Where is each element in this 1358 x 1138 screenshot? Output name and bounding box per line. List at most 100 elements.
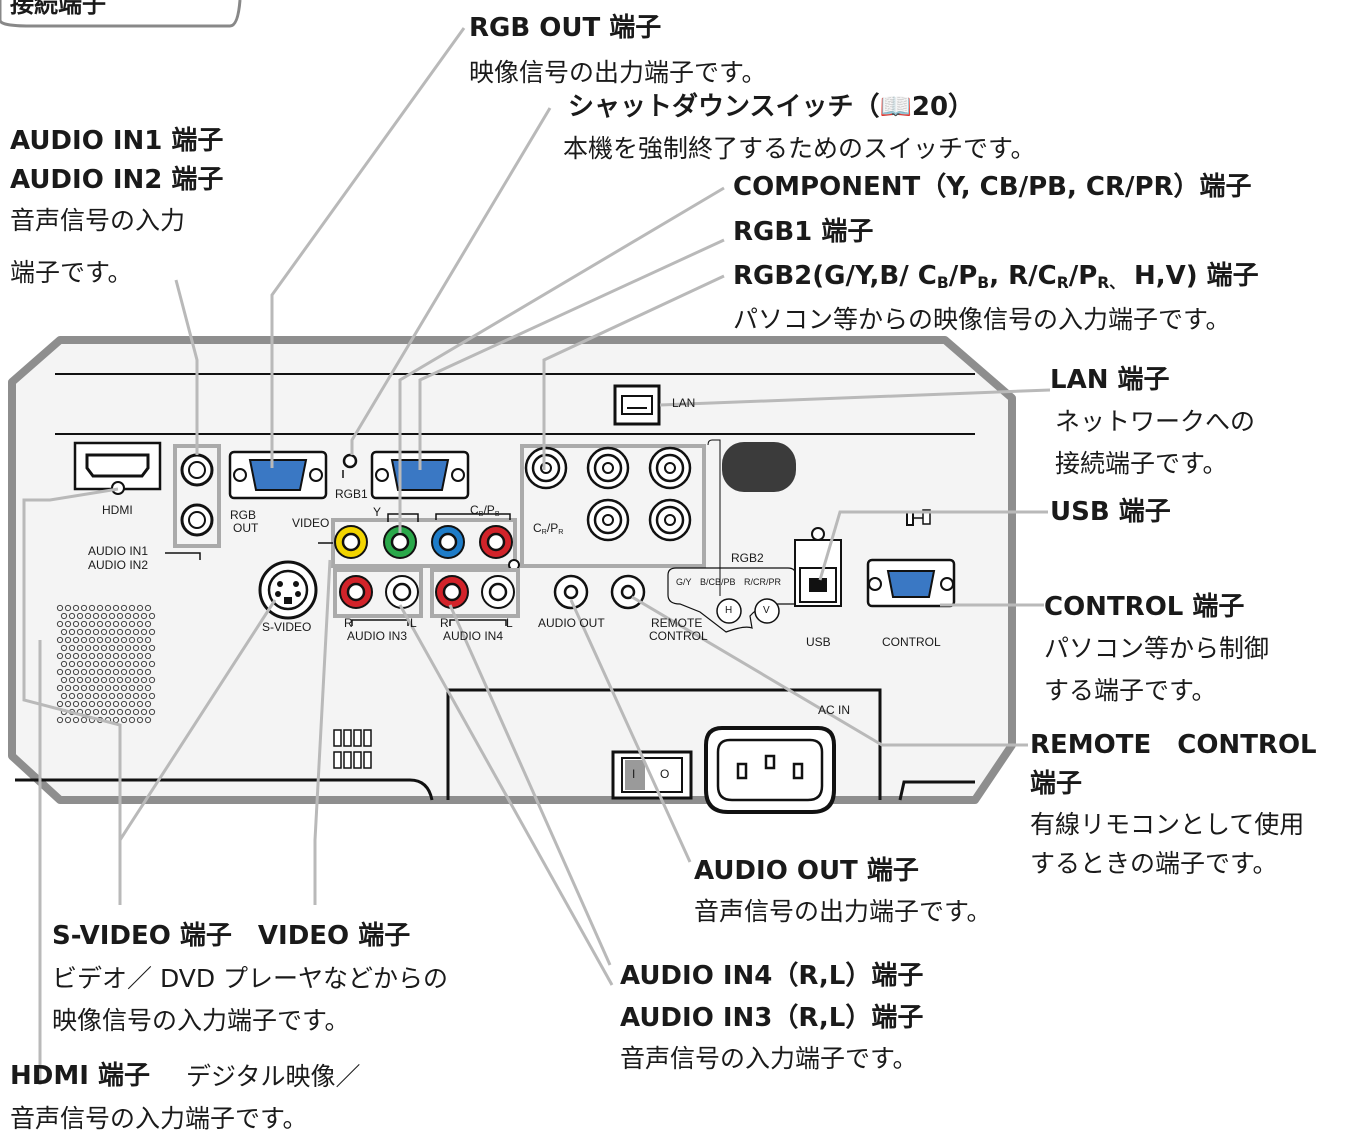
switch-label-off: O — [660, 767, 670, 781]
vent-hole — [144, 684, 152, 692]
slot — [343, 729, 352, 747]
vent-hole — [84, 612, 92, 620]
vent-hole — [76, 628, 84, 636]
vent-hole — [132, 676, 140, 684]
vent-hole — [116, 612, 124, 620]
vent-hole — [124, 612, 132, 620]
hdmi-title: HDMI 端子 — [10, 1061, 150, 1091]
audio-in2-title: AUDIO IN2 端子 — [10, 165, 224, 195]
vent-hole — [140, 612, 148, 620]
vent-hole — [60, 612, 68, 620]
vent-hole — [80, 604, 88, 612]
rgb2-title: RGB2(G/Y,B/ CB/PB, R/CR/PR、 H,V) 端子 — [733, 261, 1259, 292]
bnc-pin — [602, 514, 614, 526]
vent-hole — [84, 676, 92, 684]
vent-hole — [60, 660, 68, 668]
vent-hole — [92, 676, 100, 684]
vent-hole — [68, 660, 76, 668]
control-title: CONTROL 端子 — [1044, 592, 1245, 622]
vent-hole — [108, 660, 116, 668]
vent-hole — [104, 684, 112, 692]
vent-hole — [144, 700, 152, 708]
ac-recess-right — [898, 780, 975, 801]
vent-hole — [68, 612, 76, 620]
vent-hole — [68, 628, 76, 636]
vent-hole — [120, 604, 128, 612]
vent-hole — [104, 652, 112, 660]
hdmi-desc1: デジタル映像／ — [186, 1062, 361, 1091]
panel-label-usb: USB — [806, 635, 831, 649]
ac-inlet — [704, 726, 836, 814]
vent-hole — [60, 644, 68, 652]
audio-in3-jacks — [333, 568, 423, 626]
vent-hole — [92, 692, 100, 700]
vent-hole — [120, 684, 128, 692]
remote-title2: 端子 — [1030, 769, 1083, 799]
vent-hole — [112, 668, 120, 676]
panel-label-rgb: RGB — [230, 508, 257, 522]
vent-hole — [64, 636, 72, 644]
ventilation-slots — [333, 729, 372, 769]
vent-hole — [72, 700, 80, 708]
bnc-pin — [664, 462, 676, 474]
vent-hole — [72, 668, 80, 676]
panel-label-audio-in2: AUDIO IN2 — [88, 558, 149, 572]
vent-hole — [92, 708, 100, 716]
vent-hole — [80, 652, 88, 660]
audio-out-jack — [553, 574, 589, 610]
vent-hole — [84, 644, 92, 652]
panel-label-cr: CR/PR — [533, 521, 564, 536]
vent-hole — [112, 620, 120, 628]
panel-label-rgb2: RGB2 — [731, 551, 764, 565]
panel-label-r4: R — [440, 616, 449, 630]
audio-in4-title: AUDIO IN4（R,L）端子 — [620, 961, 924, 991]
vent-hole — [68, 676, 76, 684]
vent-hole — [56, 636, 64, 644]
vent-hole — [72, 652, 80, 660]
slot — [333, 729, 342, 747]
vent-hole — [120, 652, 128, 660]
component-title: COMPONENT（Y, CB/PB, CR/PR）端子 — [733, 172, 1252, 202]
bnc-pin — [664, 514, 676, 526]
vent-hole — [104, 604, 112, 612]
audio-in1-title: AUDIO IN1 端子 — [10, 126, 224, 156]
vent-hole — [80, 620, 88, 628]
shutdown-title: シャットダウンスイッチ（📖20） — [568, 92, 975, 122]
vent-hole — [144, 716, 152, 724]
vent-hole — [144, 668, 152, 676]
audio-in12-desc1: 音声信号の入力 — [10, 206, 186, 235]
panel-label-audio-in1: AUDIO IN1 — [88, 544, 149, 558]
control-desc2: する端子です。 — [1044, 676, 1217, 705]
rgb-out-port — [228, 450, 328, 500]
panel-label-audio-in3: AUDIO IN3 — [347, 629, 408, 643]
switch-label-on: I — [632, 767, 636, 781]
panel-label-control-sub: CONTROL — [649, 629, 708, 643]
vent-hole — [136, 700, 144, 708]
vent-hole — [100, 708, 108, 716]
shutdown-desc: 本機を強制終了するためのスイッチです。 — [563, 134, 1036, 163]
vent-hole — [72, 684, 80, 692]
vent-hole — [140, 644, 148, 652]
vent-hole — [124, 692, 132, 700]
vent-hole — [128, 700, 136, 708]
lens-shift-knob — [722, 442, 796, 492]
rgb-out-desc: 映像信号の出力端子です。 — [469, 58, 767, 87]
control-desc1: パソコン等から制御 — [1044, 634, 1270, 663]
panel-label-lan: LAN — [672, 396, 696, 410]
vent-hole — [120, 716, 128, 724]
vent-hole — [124, 628, 132, 636]
vent-hole — [80, 700, 88, 708]
vent-hole — [72, 620, 80, 628]
vent-hole — [88, 668, 96, 676]
vent-hole — [100, 644, 108, 652]
vent-hole — [148, 612, 156, 620]
vent-hole — [84, 660, 92, 668]
slot — [363, 751, 372, 769]
vent-hole — [120, 620, 128, 628]
vent-hole — [88, 652, 96, 660]
svideo-desc1: ビデオ／ DVD プレーヤなどからの — [52, 964, 449, 993]
vent-hole — [96, 700, 104, 708]
vent-hole — [112, 684, 120, 692]
component-jacks — [318, 513, 520, 571]
panel-label-bcb: B/CB/PB — [700, 577, 736, 587]
